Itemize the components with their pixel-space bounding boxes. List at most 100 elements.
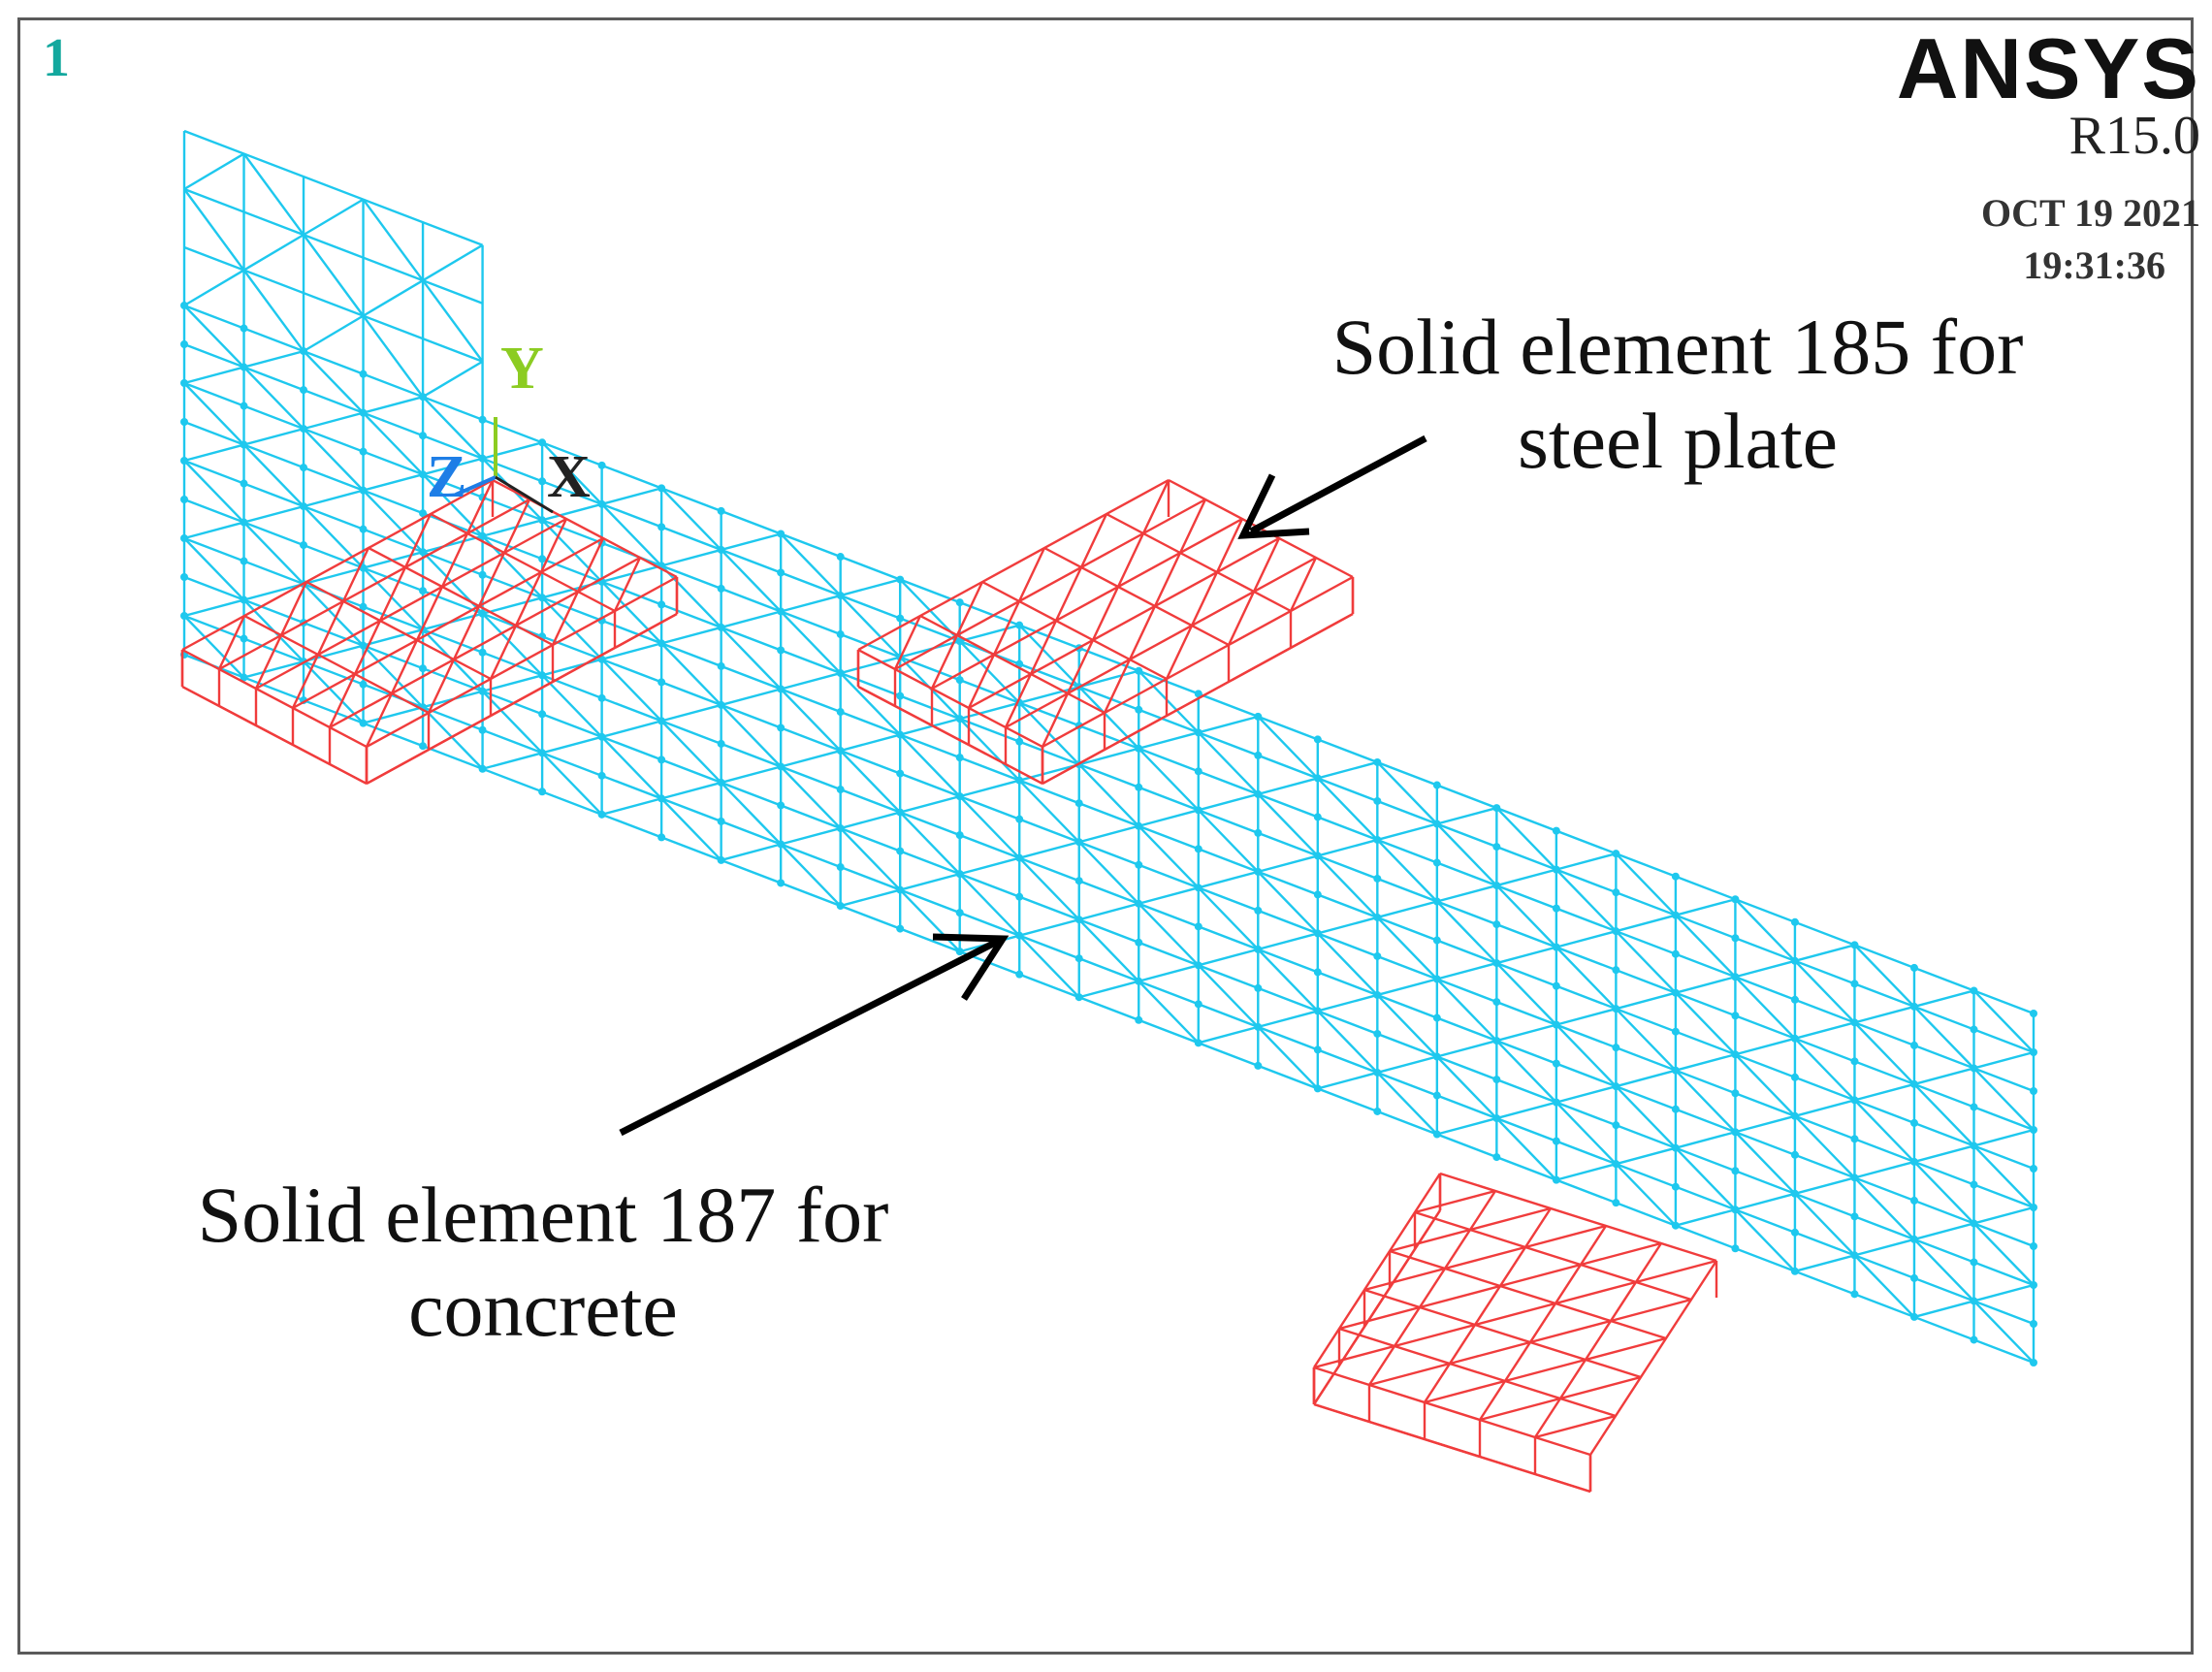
concrete-mesh-edge: [303, 411, 364, 431]
concrete-mesh-edge: [1973, 1128, 2035, 1147]
concrete-mesh-node: [777, 801, 785, 810]
concrete-mesh-edge: [243, 582, 305, 601]
concrete-mesh-edge: [600, 503, 662, 567]
concrete-mesh-node: [1194, 690, 1202, 698]
concrete-mesh-node: [1313, 852, 1322, 860]
concrete-mesh-node: [896, 614, 905, 623]
steel-mesh-edge: [1635, 1259, 1717, 1284]
concrete-mesh-node: [1909, 1157, 1918, 1166]
concrete-mesh-edge: [1496, 946, 1557, 965]
concrete-mesh-node: [1671, 1027, 1680, 1036]
concrete-mesh-node: [717, 817, 725, 825]
steel-mesh-edge: [1533, 1242, 1663, 1438]
concrete-mesh-edge: [1675, 914, 1737, 979]
concrete-mesh-edge: [1972, 1222, 2035, 1286]
steel-mesh-edge: [1534, 1414, 1617, 1439]
concrete-mesh-node: [478, 570, 487, 579]
steel-arrow-shaft: [1249, 434, 1427, 535]
concrete-mesh-node: [777, 568, 785, 577]
concrete-mesh-node: [1373, 835, 1382, 844]
concrete-mesh-node: [896, 691, 905, 700]
concrete-mesh-edge: [1138, 824, 1200, 889]
concrete-mesh-edge: [601, 797, 662, 816]
concrete-mesh-node: [1909, 963, 1918, 972]
concrete-mesh-edge: [1197, 809, 1260, 873]
concrete-mesh-node: [1194, 1039, 1202, 1047]
concrete-mesh-edge: [183, 420, 2035, 1132]
concrete-mesh-node: [359, 370, 368, 378]
concrete-mesh-edge: [1377, 978, 1438, 997]
steel-mesh-edge: [291, 654, 320, 709]
concrete-mesh-node: [419, 587, 428, 595]
concrete-mesh-edge: [1316, 1010, 1379, 1074]
concrete-mesh-node: [1492, 1076, 1501, 1084]
concrete-mesh-node: [1074, 838, 1083, 847]
concrete-mesh-edge: [541, 674, 603, 738]
concrete-mesh-edge: [242, 152, 305, 236]
concrete-mesh-edge: [1616, 991, 1677, 1011]
steel-mesh-edge: [366, 575, 678, 749]
concrete-mesh-node: [657, 600, 666, 609]
concrete-mesh-node: [538, 438, 547, 447]
concrete-mesh-edge: [1078, 902, 1139, 921]
steel-mesh-edge: [502, 498, 531, 554]
concrete-mesh-edge: [1913, 1238, 1975, 1302]
concrete-mesh-edge: [1615, 1008, 1677, 1072]
concrete-mesh-edge: [1794, 1192, 1856, 1257]
concrete-mesh-node: [419, 548, 428, 557]
steel-mesh-edge: [1423, 1207, 1553, 1403]
concrete-mesh-edge: [362, 489, 424, 554]
steel-mesh-edge: [1444, 1245, 1526, 1270]
concrete-mesh-edge: [720, 704, 783, 768]
concrete-mesh-node: [1432, 936, 1441, 945]
concrete-mesh-edge: [183, 537, 245, 601]
concrete-mesh-node: [1671, 872, 1680, 881]
concrete-mesh-edge: [183, 342, 2035, 1054]
concrete-mesh-node: [478, 725, 487, 734]
steel-mesh-edge: [181, 685, 368, 786]
concrete-mesh-edge: [840, 578, 901, 597]
steel-plate-annotation: Solid element 185 for steel plate: [1261, 301, 2095, 489]
concrete-mesh-node: [1373, 757, 1382, 766]
concrete-mesh-edge: [1794, 1037, 1856, 1102]
concrete-mesh-edge: [1138, 980, 1200, 1045]
steel-mesh-edge: [539, 518, 568, 573]
concrete-mesh-node: [1731, 895, 1740, 904]
concrete-mesh-edge: [183, 304, 2035, 1015]
concrete-mesh-node: [1790, 1073, 1799, 1081]
concrete-mesh-node: [1373, 796, 1382, 805]
steel-mesh-edge: [1338, 1327, 1617, 1418]
concrete-mesh-node: [1373, 1029, 1382, 1038]
concrete-mesh-node: [1850, 1135, 1859, 1143]
concrete-mesh-node: [1850, 1251, 1859, 1260]
concrete-mesh-edge: [660, 720, 722, 784]
concrete-mesh-edge: [1197, 964, 1260, 1028]
concrete-mesh-node: [1850, 1057, 1859, 1066]
steel-mesh-edge: [316, 600, 345, 656]
concrete-mesh-edge: [1436, 884, 1497, 903]
concrete-mesh-node: [1254, 751, 1263, 759]
concrete-mesh-edge: [601, 720, 662, 738]
concrete-mesh-edge: [1018, 934, 1080, 999]
concrete-mesh-edge: [1853, 944, 1915, 1008]
steel-mesh-edge: [1580, 1241, 1662, 1267]
concrete-mesh-node: [2030, 1242, 2037, 1250]
concrete-mesh-edge: [1317, 993, 1378, 1013]
concrete-mesh-node: [1850, 941, 1859, 949]
steel-mesh-edge: [514, 571, 543, 627]
concrete-mesh-edge: [1615, 930, 1677, 994]
concrete-mesh-node: [300, 425, 308, 434]
concrete-mesh-edge: [721, 765, 782, 785]
steel-plate-meshes: [180, 478, 1718, 1494]
concrete-mesh-node: [538, 594, 547, 602]
concrete-mesh-edge: [1257, 716, 1319, 780]
steel-mesh-edge: [1289, 557, 1318, 612]
steel-mesh-edge: [329, 556, 641, 729]
concrete-mesh-node: [777, 723, 785, 732]
concrete-mesh-edge: [1495, 1117, 1557, 1181]
concrete-mesh-node: [955, 715, 964, 723]
steel-mesh-edge: [1469, 1206, 1552, 1232]
concrete-mesh-node: [657, 717, 666, 725]
steel-mesh-edge: [365, 692, 394, 748]
concrete-mesh-node: [1194, 922, 1202, 931]
